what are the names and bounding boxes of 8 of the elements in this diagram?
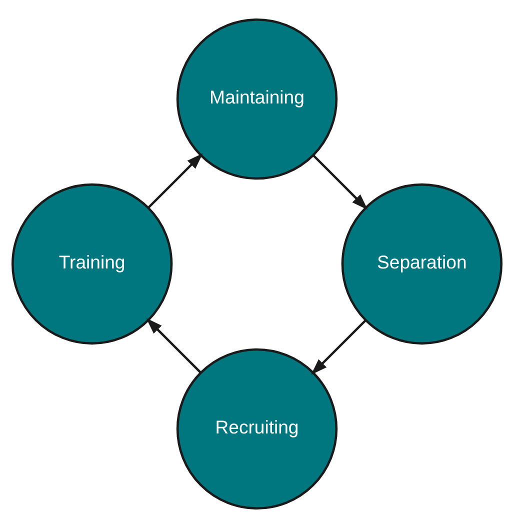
node-circle: Separation [341,183,503,345]
arrow [311,319,366,375]
arrow [312,154,368,210]
node-circle: Training [11,183,173,345]
arrow [146,318,202,374]
node-circle: Maintaining [176,18,338,180]
node-circle: Recruiting [176,348,338,510]
arrow [148,153,203,209]
